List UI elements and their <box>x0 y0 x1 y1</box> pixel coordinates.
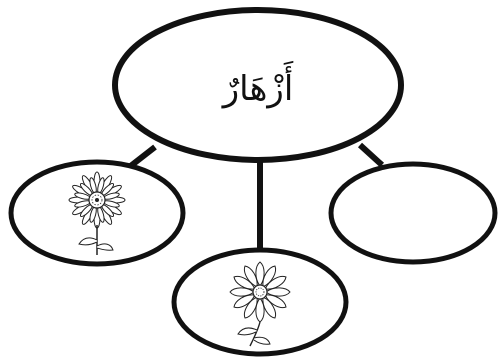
node-ellipse-right <box>331 164 495 262</box>
connector-right <box>360 145 382 165</box>
